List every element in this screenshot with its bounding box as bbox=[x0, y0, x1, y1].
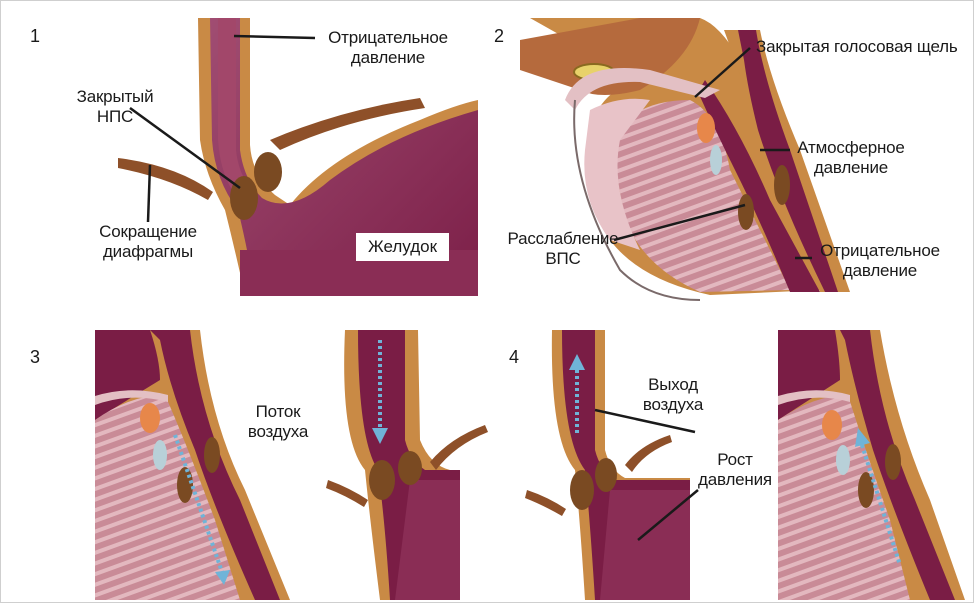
panel-number-3: 3 bbox=[30, 347, 40, 368]
panel-4-illustration-left bbox=[525, 330, 690, 600]
label-line: Сокращение bbox=[78, 222, 218, 242]
label-line: Расслабление bbox=[498, 229, 628, 249]
label-closed-les: Закрытый НПС bbox=[60, 87, 170, 127]
label-closed-glottis: Закрытая голосовая щель bbox=[756, 37, 968, 57]
label-pressure-rise: Рост давления bbox=[692, 450, 778, 490]
label-line: Отрицательное bbox=[318, 28, 458, 48]
label-negative-pressure-2: Отрицательное давление bbox=[810, 241, 950, 281]
label-atmospheric-pressure: Атмосферное давление bbox=[786, 138, 916, 178]
panel-number-4: 4 bbox=[509, 347, 519, 368]
label-line: давления bbox=[692, 470, 778, 490]
label-line: давление bbox=[786, 158, 916, 178]
label-line: Рост bbox=[692, 450, 778, 470]
label-line: давление bbox=[810, 261, 950, 281]
panel-number-2: 2 bbox=[494, 26, 504, 47]
label-line: Поток bbox=[238, 402, 318, 422]
label-line: давление bbox=[318, 48, 458, 68]
panel-4-illustration-right bbox=[778, 330, 965, 600]
label-negative-pressure-1: Отрицательное давление bbox=[318, 28, 458, 68]
panel-3-illustration-left bbox=[95, 330, 290, 600]
label-line: Атмосферное bbox=[786, 138, 916, 158]
label-stomach: Желудок bbox=[356, 233, 449, 261]
label-line: ВПС bbox=[498, 249, 628, 269]
panel-number-1: 1 bbox=[30, 26, 40, 47]
label-line: воздуха bbox=[632, 395, 714, 415]
label-line: Отрицательное bbox=[810, 241, 950, 261]
label-line: Закрытый bbox=[60, 87, 170, 107]
label-ues-relaxation: Расслабление ВПС bbox=[498, 229, 628, 269]
label-airflow: Поток воздуха bbox=[238, 402, 318, 442]
panel-3-illustration-right bbox=[326, 330, 488, 600]
label-air-exit: Выход воздуха bbox=[632, 375, 714, 415]
label-line: диафрагмы bbox=[78, 242, 218, 262]
label-diaphragm-contraction: Сокращение диафрагмы bbox=[78, 222, 218, 262]
label-line: НПС bbox=[60, 107, 170, 127]
diaphragm-left bbox=[118, 158, 213, 200]
label-line: Выход bbox=[632, 375, 714, 395]
label-line: воздуха bbox=[238, 422, 318, 442]
